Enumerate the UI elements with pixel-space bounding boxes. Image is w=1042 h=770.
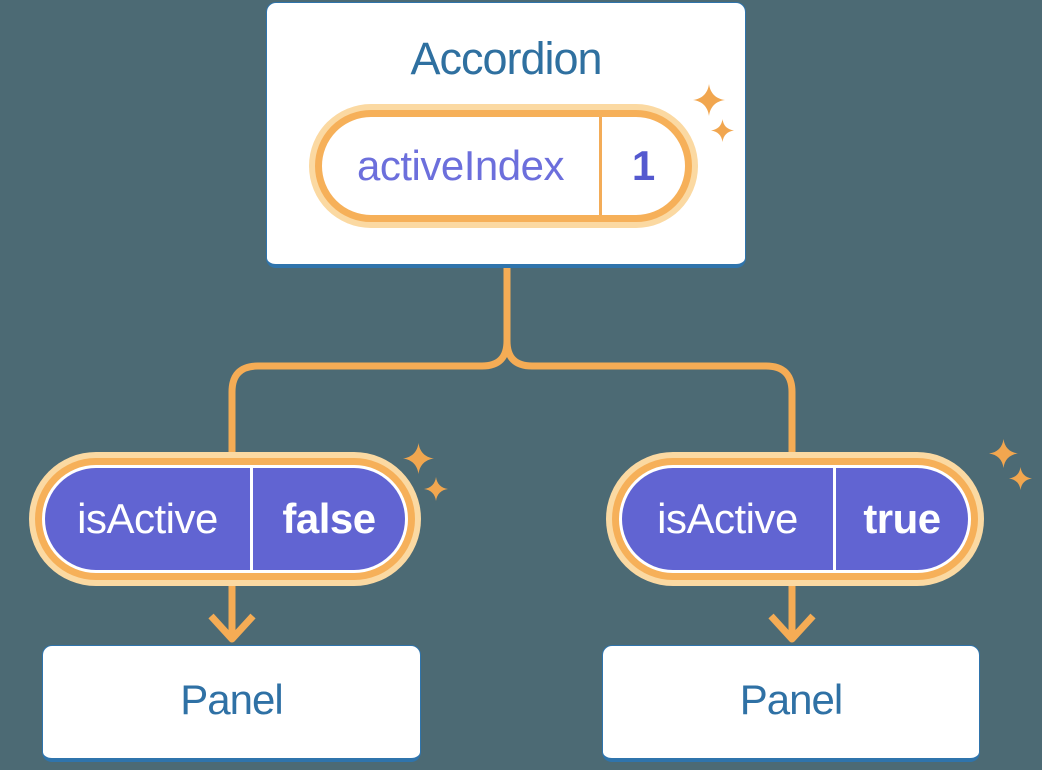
panel-card-right: Panel bbox=[602, 645, 980, 762]
prop-pill-true: isActive true bbox=[612, 458, 978, 580]
sparkle-icon bbox=[989, 439, 1018, 468]
prop-pill-false: isActive false bbox=[35, 458, 415, 580]
prop-pill-true-label: isActive bbox=[622, 468, 833, 570]
state-pill-label: activeIndex bbox=[357, 142, 564, 189]
sparkle-icon bbox=[1009, 467, 1032, 490]
state-pill: activeIndex 1 bbox=[315, 110, 692, 222]
sparkle-icon bbox=[403, 443, 434, 474]
accordion-title: Accordion bbox=[410, 33, 602, 84]
prop-pill-false-value: false bbox=[253, 468, 405, 570]
branch-left-line bbox=[228, 264, 511, 470]
arrow-left-head-icon bbox=[208, 613, 256, 643]
branch-right-line bbox=[503, 264, 796, 470]
panel-card-left: Panel bbox=[42, 645, 421, 762]
prop-pill-true-value: true bbox=[836, 468, 968, 570]
panel-right-title: Panel bbox=[739, 676, 843, 724]
prop-pill-false-label: isActive bbox=[45, 468, 250, 570]
state-pill-value: 1 bbox=[631, 142, 656, 189]
state-pill-divider bbox=[599, 117, 602, 215]
panel-left-title: Panel bbox=[180, 676, 283, 724]
sparkle-icon bbox=[693, 84, 725, 116]
arrow-right-head-icon bbox=[768, 613, 816, 643]
sparkle-icon bbox=[424, 477, 448, 501]
sparkle-icon bbox=[711, 119, 734, 142]
